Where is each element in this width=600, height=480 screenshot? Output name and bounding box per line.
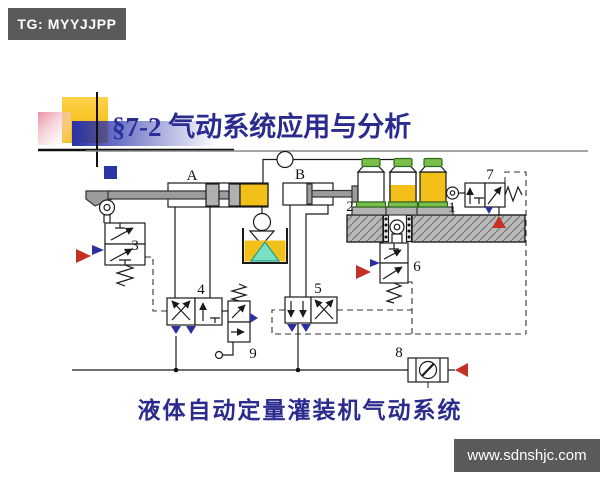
valve-7-roller: 7 [445,167,523,228]
check-valve-icon [276,150,294,169]
cylinder-a: A [85,168,269,298]
check-valve-icon [252,212,272,232]
roller-icon [389,219,405,235]
spring-icon [504,185,523,203]
roller-icon [98,199,116,216]
bottle-empty-label: 2 [346,199,354,215]
pneumatic-circuit-diagram: A B [72,150,527,391]
valve-5-main-b: 5 [284,281,338,370]
bottle-empty [355,157,387,208]
bottle-full [417,157,449,208]
exhaust-triangle-icon [287,324,297,332]
valve-9-throttle: 9 [214,283,258,362]
cylinder-b-label: B [295,167,305,183]
tank-walls [242,228,288,264]
pressure-triangle-icon [76,249,91,263]
bottle-filling [387,157,419,208]
spring-icon [114,264,136,287]
channel-badge-text: TG: MYYJJPP [17,16,117,32]
valve-3-roller: 3 [76,199,146,287]
funnel-icon [248,230,276,246]
spring-icon [385,282,403,304]
port-icon [214,350,224,360]
pilot-triangle-icon [92,245,104,255]
main-air-line [72,367,408,373]
pilot-triangle-icon [370,259,380,267]
valve6-plunger-guides [382,214,413,245]
liquid-cone [249,240,281,262]
bottle-full-label: 1 [448,200,456,216]
channel-badge: TG: MYYJJPP [8,8,126,40]
exhaust-triangle-icon [485,207,493,214]
title-decoration [38,92,588,179]
cylinder-a-pipes [174,207,211,298]
air-unit-8-label: 8 [395,345,403,361]
cylinder-b-pipes [289,205,329,297]
exhaust-triangle-icon [186,326,196,334]
valve-9-label: 9 [249,346,257,362]
pressure-triangle-icon [455,363,468,377]
valve-3-label: 3 [131,238,139,254]
air-service-unit-8: 8 [395,345,468,383]
valve-7-label: 7 [486,167,494,183]
watermark: www.sdnshjc.com [454,439,600,472]
valve-4-main-a: 4 [166,282,228,370]
pressure-triangle-icon [356,265,371,279]
diagram-caption: 液体自动定量灌装机气动系统 [137,398,463,423]
cylinder-a-label: A [187,168,198,184]
roller-icon [445,186,460,200]
cylinder-b: B [282,167,359,297]
pilot-triangle-icon [250,313,258,323]
exhaust-triangle-icon [301,324,311,332]
valve-5-label: 5 [314,281,322,297]
watermark-text: www.sdnshjc.com [467,447,587,464]
pressure-triangle-icon [492,216,506,228]
valve-6-plunger: 6 [356,242,421,304]
valve-4-label: 4 [197,282,205,298]
bottle-conveyor: 2 1 [346,157,526,245]
pilot-signal-lines [145,171,527,391]
exhaust-triangle-icon [171,326,181,334]
spring-icon [229,283,249,302]
valve-6-label: 6 [413,259,421,275]
filling-tank-assembly [242,150,400,264]
